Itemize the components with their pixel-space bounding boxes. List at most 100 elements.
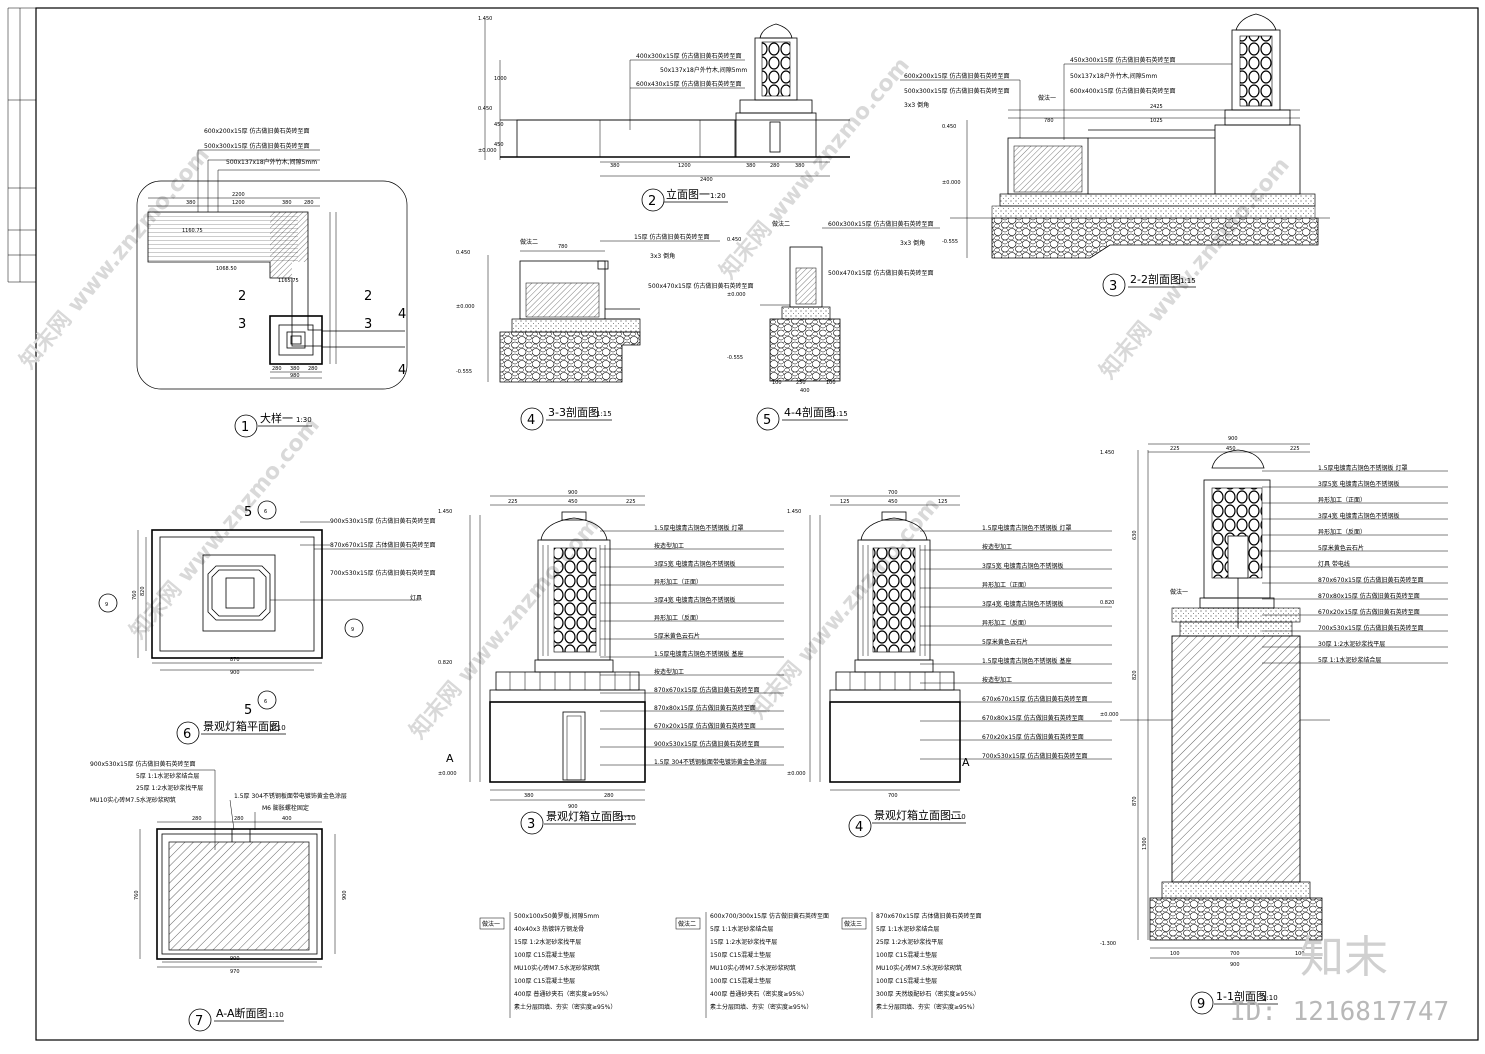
level-mark: 0.820 [438, 660, 452, 666]
drawing-scale: 1:10 [270, 724, 286, 732]
callout-label: 5厚 1:1水泥砂浆结合层 [1318, 656, 1381, 664]
callout-label: 670x20x15厚 仿古做旧黄石英砖至面 [1318, 608, 1420, 616]
level-mark: 1.450 [478, 16, 492, 22]
section-mark: 5 [244, 505, 252, 520]
section-3-3: 做法二 780 15厚 仿古做旧黄石英砖至面 3x3 倒角 500x470x15… [456, 233, 754, 431]
watermark-text: 知末网 www.znzmo.com [1095, 152, 1295, 383]
callout-label: 900x530x15厚 仿古做旧黄石英砖至面 [654, 740, 760, 748]
callout-label: 870x670x15厚 仿古做旧黄石英砖至面 [654, 686, 760, 694]
drawing-title-text: 景观灯箱平面图 [203, 719, 280, 733]
callout-label: MU10实心砖M7.5水泥砂浆砌筑 [90, 796, 176, 804]
callout-label: 异形加工（正面） [982, 581, 1030, 589]
lamp-box-elevation-2: 125 450 125 700 700 1.450 ±0.000 A 1.5厚电… [787, 490, 1112, 838]
dimension-label: 1200 [232, 200, 245, 206]
legend-item: 600x700/300x15厚 仿古做旧黄石英砖至面 [710, 912, 829, 920]
callout-label: 异形加工（反面） [982, 619, 1030, 627]
section-mark: 3 [364, 317, 372, 332]
dimension-label: 380 [524, 793, 534, 799]
dimension-label: 380 [746, 163, 756, 169]
legend-tag: 做法二 [678, 920, 696, 928]
callout-label: 3厚5宽 电镀青古铜色不锈钢板 [654, 560, 736, 568]
drawing-scale: 1:30 [296, 416, 312, 424]
dimension-total: 900 [568, 804, 578, 810]
callout-label: 700x530x15厚 仿古做旧黄石英砖至面 [330, 569, 436, 577]
dimension-label: 280 [272, 366, 282, 372]
drawing-title-text: 1-1剖面图 [1216, 989, 1267, 1003]
legend-item: 100厚 C15混凝土垫层 [514, 951, 575, 959]
section-mark: 2 [238, 289, 246, 304]
dimension-label: 225 [1290, 446, 1300, 452]
watermark-layer: 知末网 www.znzmo.com 知末网 www.znzmo.com 知末网 … [15, 52, 1295, 743]
legend-item: MU10实心砖M7.5水泥砂浆砌筑 [876, 964, 962, 972]
section-mark: 4 [398, 363, 406, 378]
drawing-title-text: 4-4剖面图 [784, 405, 835, 419]
section-a-a: 900x530x15厚 仿古做旧黄石英砖至面 5厚 1:1水泥砂浆结合层 25厚… [90, 760, 348, 1032]
callout-label: 900x530x15厚 仿古做旧黄石英砖至面 [90, 760, 196, 768]
dimension-label: 1000 [494, 76, 507, 82]
level-mark: ±0.000 [478, 148, 497, 154]
drawing-title: 9 1-1剖面图 1:10 [1190, 989, 1278, 1015]
callout-label: 异形加工（反面） [654, 614, 702, 622]
legend-item: 870x670x15厚 古体做旧黄石英砖至面 [876, 912, 982, 920]
dimension-label: 1300 [1142, 837, 1148, 850]
legend-tag: 做法三 [844, 920, 862, 928]
drawing-scale: 1:10 [620, 814, 636, 822]
callout-label: 670x20x15厚 仿古做旧黄石英砖至面 [654, 722, 756, 730]
legend-item: 素土分层回填、夯实（密实度≥95%） [514, 1003, 616, 1011]
elevation-1: 1.450 0.450 ±0.000 1000 450 450 400x300x… [478, 16, 850, 212]
drawing-title-text: 景观灯箱立面图二 [874, 808, 962, 822]
dimension-label: 400 [800, 388, 810, 394]
drawing-title-text: A-A断面图 [216, 1006, 268, 1020]
legend-item: 素土分层回填、夯实（密实度≥95%） [876, 1003, 978, 1011]
callout-label: 1.5厚电镀青古铜色不锈钢板 灯罩 [982, 524, 1071, 532]
callout-label: 灯具 带电线 [1318, 560, 1350, 568]
callout-label: 700x530x15厚 仿古做旧黄石英砖至面 [982, 752, 1088, 760]
legend-item: MU10实心砖M7.5水泥砂浆砌筑 [514, 964, 600, 972]
callout-label: 3厚5宽 电镀青古铜色不锈钢板 [982, 562, 1064, 570]
section-2-2: 450x300x15厚 仿古做旧黄石英砖至面 50x137x18户外竹木,间隙5… [900, 13, 1330, 297]
callout-label: 1.5厚电镀青古铜色不锈钢板 灯罩 [654, 524, 743, 532]
section-mark: 3 [238, 317, 246, 332]
callout-label: 3厚4宽 电镀青古铜色不锈钢板 [654, 596, 736, 604]
callout-label: 700x530x15厚 仿古做旧黄石英砖至面 [1318, 624, 1424, 632]
legend-item: 100厚 C15混凝土垫层 [514, 977, 575, 985]
callout-label: 1.5厚电镀青古铜色不锈钢板 灯罩 [1318, 464, 1407, 472]
dimension-label: 225 [508, 499, 518, 505]
dimension-label: 970 [230, 969, 240, 975]
legend-item: MU10实心砖M7.5水泥砂浆砌筑 [710, 964, 796, 972]
dimension-label: 870 [230, 657, 240, 663]
callout-label: 500x137x18户外竹木,间隙5mm [226, 158, 317, 166]
callout-label: 50x137x18户外竹木,间隙5mm [660, 66, 747, 74]
drawing-title: 3 2-2剖面图 1:15 [1102, 272, 1196, 297]
legend-item: 5厚 1:1水泥砂浆结合层 [710, 925, 773, 933]
dimension-label: 225 [626, 499, 636, 505]
dimension-label: 380 [282, 200, 292, 206]
dimension-label: 280 [304, 200, 314, 206]
drawing-number: 3 [1109, 279, 1117, 294]
section-mark: 2 [364, 289, 372, 304]
dimension-label: 630 [1132, 530, 1138, 540]
callout-label: 按造型加工 [982, 543, 1012, 551]
dimension-label: 900 [230, 956, 240, 962]
legend-item: 5厚 1:1水泥砂浆结合层 [876, 925, 939, 933]
dimension-label: 125 [938, 499, 948, 505]
legend-tag: 做法一 [482, 920, 500, 928]
level-mark: 0.450 [478, 106, 492, 112]
dimension-label: 280 [604, 793, 614, 799]
level-mark: 1165.75 [278, 278, 299, 284]
section-1-1: 225 450 225 900 100 700 100 900 1.450 0.… [1100, 436, 1448, 1015]
section-4-4: 做法二 600x300x15厚 仿古做旧黄石英砖至面 3x3 倒角 500x47… [727, 220, 940, 431]
dimension-label: 780 [1044, 118, 1054, 124]
plan-outline [136, 180, 408, 390]
callout-label: 30厚 1:2水泥砂浆找平层 [1318, 640, 1385, 648]
callout-label: 1.5厚电镀青古铜色不锈钢板 基座 [982, 657, 1071, 665]
dimension-label: 900 [342, 890, 348, 900]
level-mark: -1.300 [1100, 941, 1116, 947]
dimension-label: 100 [1170, 951, 1180, 957]
callout-label: 灯具 [410, 594, 422, 602]
dimension-total: 900 [1228, 436, 1238, 442]
legend-item: 500x100x50黄罗板,间隙5mm [514, 912, 599, 920]
callout-label: 870x80x15厚 仿古做旧黄石英砖至面 [654, 704, 756, 712]
dimension-total: 700 [888, 793, 898, 799]
